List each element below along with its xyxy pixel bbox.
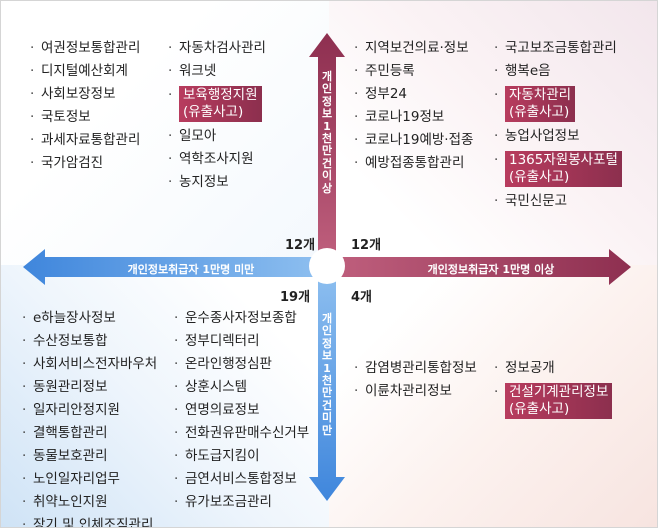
leak-note: (유출사고)	[509, 169, 570, 185]
system-item: 자동차검사관리	[165, 37, 266, 60]
system-name: 자동차관리	[509, 87, 572, 103]
system-name: 건설기계관리정보	[509, 384, 609, 400]
system-name: 1365자원봉사포털	[509, 152, 618, 168]
system-item: 사회보장정보	[27, 83, 140, 106]
system-item: 상훈시스템	[171, 376, 309, 399]
system-item-highlighted: 자동차관리(유출사고)	[491, 83, 622, 125]
system-item: 노인일자리업무	[19, 468, 157, 491]
system-item: e하늘장사정보	[19, 307, 157, 330]
leak-note: (유출사고)	[509, 104, 570, 120]
leak-incident-badge: 보육행정지원(유출사고)	[179, 86, 262, 122]
system-item: 동원관리정보	[19, 376, 157, 399]
system-item: 정보공개	[491, 357, 612, 380]
system-item: 워크넷	[165, 60, 266, 83]
count-bottom-left: 19개	[280, 290, 311, 305]
leak-incident-badge: 건설기계관리정보(유출사고)	[505, 383, 613, 419]
system-item: 장기 및 인체조직관리	[19, 514, 157, 527]
system-item: 여권정보통합관리	[27, 37, 140, 60]
system-item: 코로나19정보	[351, 106, 473, 129]
system-item: 사회서비스전자바우처	[19, 353, 157, 376]
system-item: 일자리안정지원	[19, 399, 157, 422]
system-item: 주민등록	[351, 60, 473, 83]
system-item: 취약노인지원	[19, 491, 157, 514]
arrow-left	[23, 249, 327, 285]
list-bottom-right-column-1: 감염병관리통합정보이륜차관리정보	[351, 357, 477, 403]
axis-label-left: 개인정보취급자 1만명 미만	[127, 263, 255, 276]
system-item: 농업사업정보	[491, 125, 622, 148]
leak-incident-badge: 1365자원봉사포털(유출사고)	[505, 151, 622, 187]
system-item: 일모아	[165, 125, 266, 148]
system-item: 온라인행정심판	[171, 353, 309, 376]
system-item: 행복e음	[491, 60, 622, 83]
system-item: 역학조사지원	[165, 148, 266, 171]
list-top-left-column-1: 여권정보통합관리디지털예산회계사회보장정보국토정보과세자료통합관리국가암검진	[27, 37, 140, 175]
system-item: 전화권유판매수신거부	[171, 422, 309, 445]
list-top-left-column-2: 자동차검사관리워크넷보육행정지원(유출사고) 일모아역학조사지원농지정보	[165, 37, 266, 194]
system-item: 코로나19예방·접종	[351, 129, 473, 152]
arrow-down	[309, 267, 345, 501]
count-top-left: 12개	[285, 238, 316, 253]
list-bottom-right-column-2: 정보공개건설기계관리정보(유출사고)	[491, 357, 613, 422]
axis-label-down: 개인정보 1천만건 미만	[321, 312, 333, 437]
system-item: 유가보조금관리	[171, 491, 309, 514]
axis-label-right: 개인정보취급자 1만명 이상	[427, 263, 555, 276]
arrow-up	[309, 33, 345, 267]
count-bottom-right: 4개	[351, 290, 373, 305]
system-item: 감염병관리통합정보	[351, 357, 477, 380]
system-item: 국토정보	[27, 106, 140, 129]
system-item: 연명의료정보	[171, 399, 309, 422]
leak-incident-badge: 자동차관리(유출사고)	[505, 86, 576, 122]
system-item: 국고보조금통합관리	[491, 37, 622, 60]
system-item: 예방접종통합관리	[351, 152, 473, 175]
system-item: 동물보호관리	[19, 445, 157, 468]
system-item: 농지정보	[165, 171, 266, 194]
leak-note: (유출사고)	[183, 104, 244, 120]
system-item: 운수종사자정보종합	[171, 307, 309, 330]
system-item-highlighted: 보육행정지원(유출사고)	[165, 83, 266, 125]
list-bottom-left-column-1: e하늘장사정보수산정보통합사회서비스전자바우처동원관리정보일자리안정지원결핵통합…	[19, 307, 157, 527]
system-item: 하도급지킴이	[171, 445, 309, 468]
system-item: 국가암검진	[27, 152, 140, 175]
system-item: 이륜차관리정보	[351, 380, 477, 403]
system-item: 정부디렉터리	[171, 330, 309, 353]
leak-note: (유출사고)	[509, 401, 570, 417]
arrow-right	[327, 249, 631, 285]
count-top-right: 12개	[351, 238, 382, 253]
axes-center	[309, 248, 345, 284]
list-top-right-column-2: 국고보조금통합관리행복e음자동차관리(유출사고)농업사업정보1365자원봉사포털…	[491, 37, 622, 213]
system-item: 결핵통합관리	[19, 422, 157, 445]
system-item: 국민신문고	[491, 190, 622, 213]
list-bottom-left-column-2: 운수종사자정보종합정부디렉터리온라인행정심판상훈시스템연명의료정보전화권유판매수…	[171, 307, 309, 514]
system-item: 정부24	[351, 83, 473, 106]
system-item-highlighted: 건설기계관리정보(유출사고)	[491, 380, 613, 422]
system-item: 금연서비스통합정보	[171, 468, 309, 491]
list-top-right-column-1: 지역보건의료·정보주민등록정부24코로나19정보코로나19예방·접종예방접종통합…	[351, 37, 473, 175]
system-item: 디지털예산회계	[27, 60, 140, 83]
system-name: 보육행정지원	[183, 87, 258, 103]
system-item: 지역보건의료·정보	[351, 37, 473, 60]
system-item: 수산정보통합	[19, 330, 157, 353]
axis-label-up: 개인정보 1천만건 이상	[321, 70, 333, 195]
system-item-highlighted: 1365자원봉사포털(유출사고)	[491, 148, 622, 190]
system-item: 과세자료통합관리	[27, 129, 140, 152]
